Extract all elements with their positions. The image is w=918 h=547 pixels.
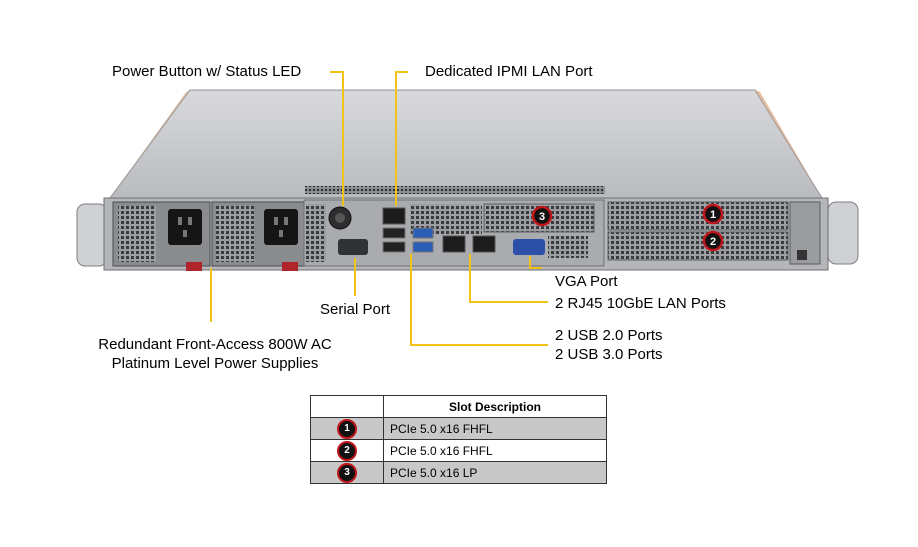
power-button-label: Power Button w/ Status LED	[112, 63, 302, 80]
leader-usb	[410, 254, 548, 346]
svg-text:1: 1	[710, 209, 716, 221]
io-panel	[303, 199, 605, 267]
slot-description-cell: PCIe 5.0 x16 FHFL	[383, 417, 607, 440]
power-supply-1	[112, 201, 211, 271]
slot-description-cell: PCIe 5.0 x16 LP	[383, 461, 607, 484]
power-supply-label-line2: Platinum Level Power Supplies	[111, 355, 319, 372]
usb-ports-label: 2 USB 2.0 Ports 2 USB 3.0 Ports	[555, 326, 663, 364]
table-row: 1 PCIe 5.0 x16 FHFL	[310, 417, 607, 440]
serial-port-label: Serial Port	[320, 301, 391, 318]
power-supply-label: Redundant Front-Access 800W AC Platinum …	[85, 335, 345, 373]
leader-lines	[210, 71, 548, 346]
slot-number-badge: 2	[337, 440, 357, 461]
leader-ipmi	[395, 71, 408, 206]
slot-badge-3: 3	[531, 205, 553, 227]
table-header-slot-description: Slot Description	[383, 395, 607, 418]
power-supply-label-line1: Redundant Front-Access 800W AC	[98, 336, 332, 353]
table-row: 2 PCIe 5.0 x16 FHFL	[310, 439, 607, 462]
power-supply-2	[211, 201, 309, 271]
leader-lan	[469, 254, 548, 303]
lan-ports-label: 2 RJ45 10GbE LAN Ports	[555, 295, 726, 312]
usb-ports-label-line2: 2 USB 3.0 Ports	[555, 346, 663, 363]
right-bracket	[789, 201, 821, 265]
pcie-slot-2	[607, 231, 789, 261]
vga-port-label: VGA Port	[555, 273, 618, 290]
chassis-top	[106, 89, 826, 205]
leader-vga	[529, 256, 542, 269]
leader-power-button	[330, 71, 344, 206]
slot-description-cell: PCIe 5.0 x16 FHFL	[383, 439, 607, 462]
svg-text:2: 2	[710, 236, 716, 248]
slot-description-table: Slot Description 1 PCIe 5.0 x16 FHFL 2 P…	[310, 395, 607, 484]
slot-badge-2: 2	[702, 230, 724, 252]
pcie-slot-1	[607, 201, 789, 231]
table-header-row: Slot Description	[310, 395, 607, 418]
slot-number-badge: 1	[337, 418, 357, 439]
slot-number-badge: 3	[337, 462, 357, 483]
ipmi-lan-port-label: Dedicated IPMI LAN Port	[425, 63, 593, 80]
svg-text:3: 3	[539, 211, 545, 223]
slot-badge-1: 1	[702, 203, 724, 225]
table-header-blank	[310, 395, 384, 418]
table-row: 3 PCIe 5.0 x16 LP	[310, 461, 607, 484]
usb-ports-label-line1: 2 USB 2.0 Ports	[555, 327, 663, 344]
